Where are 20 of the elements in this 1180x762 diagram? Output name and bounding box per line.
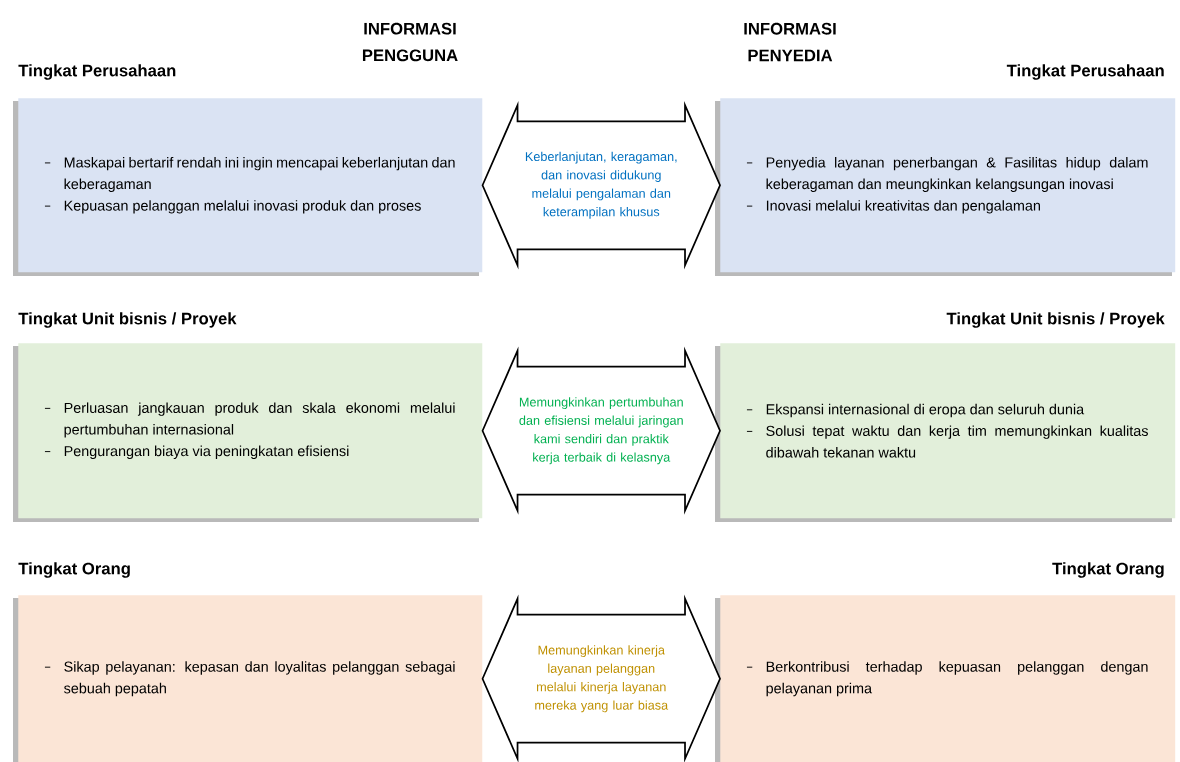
level-heading: Tingkat Unit bisnis / Proyek [946, 312, 1165, 328]
text-box: Berkontribusi terhadap kepuasan pelanggan dengan pelayanan prima [720, 595, 1176, 762]
text-box: Maskapai bertarif rendah ini ingin mencapai keberlanjutan dan keberagaman Kepuasan pelanggan melalui inovasi produk dan proses [18, 98, 483, 273]
edge-label: Memungkinkan pertumbuhan dan efisiensi melalui jaringan kami sendiri dan praktik kerja terbaik di kelasnya [519, 397, 683, 465]
double-arrow [481, 594, 721, 762]
text-box: Ekspansi internasional di eropa dan seluruh dunia Solusi tepat waktu dan kerja tim memungkinkan kualitas dibawah tekanan waktu [720, 343, 1176, 519]
text-box: Sikap pelayanan: kepasan dan loyalitas pelanggan sebagai sebuah pepatah [18, 595, 483, 762]
level-heading: Tingkat Orang [18, 562, 130, 578]
edge-label: Memungkinkan kinerja layanan pelanggan melalui kinerja layanan mereka yang luar biasa [535, 645, 669, 713]
column-heading: INFORMASI PENGGUNA [362, 22, 458, 62]
text-box: Penyedia layanan penerbangan & Fasilitas hidup dalam keberagaman dan meungkinkan kelangsungan inovasi Inovasi melalui kreativitas dan pengalaman [720, 98, 1176, 273]
double-arrow [481, 346, 721, 515]
level-heading: Tingkat Unit bisnis / Proyek [18, 312, 237, 328]
level-heading: Tingkat Perusahaan [1006, 64, 1164, 80]
level-heading: Tingkat Orang [1052, 562, 1164, 578]
column-heading: INFORMASI PENYEDIA [744, 22, 836, 62]
edge-label: Keberlanjutan, keragaman, dan inovasi didukung melalui pengalaman dan keterampilan khusus [525, 151, 677, 219]
text-box: Perluasan jangkauan produk dan skala ekonomi melalui pertumbuhan internasional Pengurangan biaya via peningkatan efisiensi [18, 343, 483, 519]
double-arrow [481, 101, 721, 270]
level-heading: Tingkat Perusahaan [18, 64, 176, 80]
